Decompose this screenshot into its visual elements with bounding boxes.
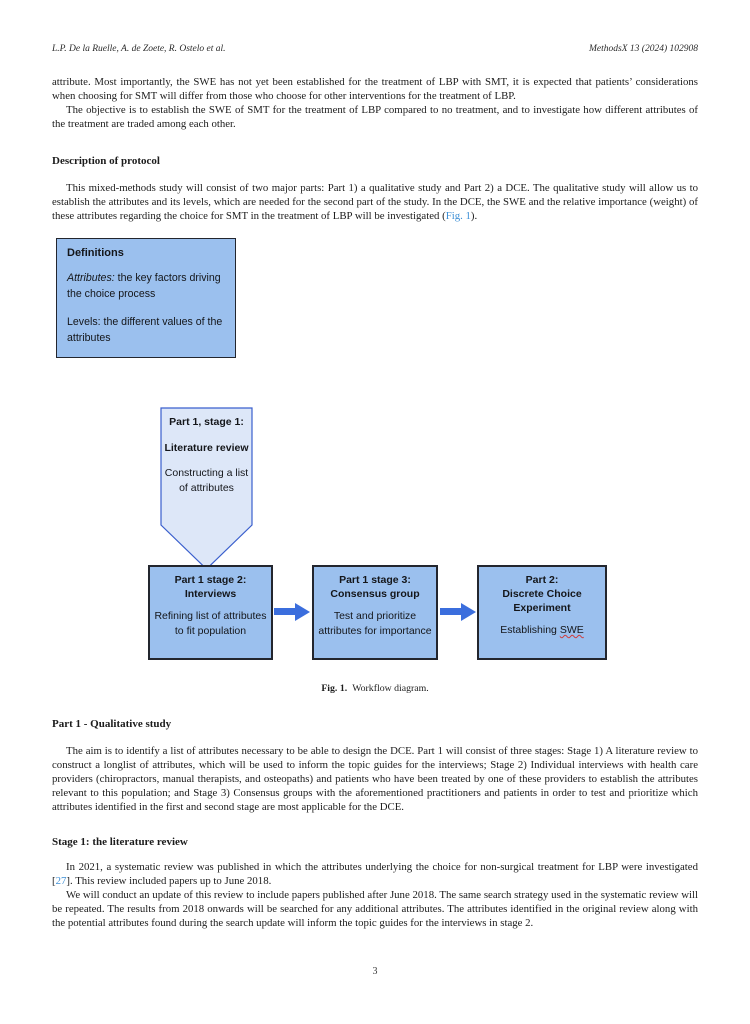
paragraph-protocol: This mixed-methods study will consist of… [52,181,698,223]
figure-caption: Fig. 1. Workflow diagram. [52,683,698,694]
definitions-attributes-line: Attributes: the key factors driving the … [67,270,225,303]
figure-caption-label: Fig. 1. [321,682,348,694]
protocol-text-end: ). [470,210,478,222]
arrow-shaft [274,608,295,616]
stage1-title: Part 1, stage 1: [169,415,244,428]
stage1-text-end: ]. This review included papers up to Jun… [66,874,272,887]
running-journal: MethodsX 13 (2024) 102908 [589,44,698,54]
attributes-definition: the key factors driving the choice proce… [67,272,221,301]
part2-name: Discrete Choice Experiment [502,587,582,614]
arrow-head [295,602,310,621]
paragraph-qualitative: The aim is to identify a list of attribu… [52,744,698,813]
running-header: L.P. De la Ruelle, A. de Zoete, R. Ostel… [52,44,698,54]
section-heading-stage1: Stage 1: the literature review [52,835,188,848]
section-heading-protocol: Description of protocol [52,155,160,167]
paragraph-stage1-update: We will conduct an update of this review… [52,888,698,929]
running-authors: L.P. De la Ruelle, A. de Zoete, R. Ostel… [52,44,226,54]
page-footer: 3 [0,966,750,977]
stage2-name: Interviews [184,587,237,600]
stage3-name: Consensus group [330,587,420,600]
stage3-box: Part 1 stage 3: Consensus group Test and… [312,564,438,660]
arrow-head [461,602,476,621]
definitions-box: Definitions Attributes: the key factors … [56,238,236,358]
part2-body-text: Establishing [500,624,560,637]
part2-body: Establishing SWE [479,623,605,638]
stage1-name: Literature review [164,441,249,454]
ref-27-link[interactable]: 27 [55,874,67,887]
arrow-right-icon [440,602,476,621]
pentagon-shape [160,407,253,570]
paragraph-objective: The objective is to establish the SWE of… [52,104,698,130]
figure-caption-text: Workflow diagram. [352,682,429,694]
stage2-title: Part 1 stage 2: [174,573,247,586]
part2-swe-misspelled: SWE [559,624,584,637]
paragraph-continuation: attribute. Most importantly, the SWE has… [52,76,698,102]
paragraph-stage1-review: In 2021, a systematic review was publish… [52,860,698,888]
stage1-pentagon-text: Part 1, stage 1: Literature review Const… [160,407,253,497]
stage2-box: Part 1 stage 2: Interviews Refining list… [148,564,273,660]
stage3-body: Test and prioritize attributes for impor… [318,609,432,638]
section-heading-qualitative: Part 1 - Qualitative study [52,717,172,730]
workflow-diagram: Part 1, stage 1: Literature review Const… [52,402,698,702]
page-number: 3 [372,966,378,977]
stage1-body: Constructing a list of attributes [164,466,249,495]
stage2-body: Refining list of attributes to fit popul… [154,609,267,638]
stage3-title: Part 1 stage 3: [339,573,411,586]
page-content: L.P. De la Ruelle, A. de Zoete, R. Ostel… [52,44,698,929]
stage1-pentagon: Part 1, stage 1: Literature review Const… [160,407,253,570]
stage1-text: In 2021, a systematic review was publish… [52,860,698,887]
definitions-title: Definitions [67,247,124,259]
part2-title: Part 2: [525,573,559,586]
arrow-right-icon [274,602,310,621]
part2-box: Part 2: Discrete Choice Experiment Estab… [477,564,607,660]
attributes-term: Attributes: [67,272,115,284]
arrow-shaft [440,608,461,616]
definitions-levels-line: Levels: the different values of the attr… [67,315,223,345]
fig1-link[interactable]: Fig. 1 [445,210,471,222]
protocol-text: This mixed-methods study will consist of… [52,182,698,222]
